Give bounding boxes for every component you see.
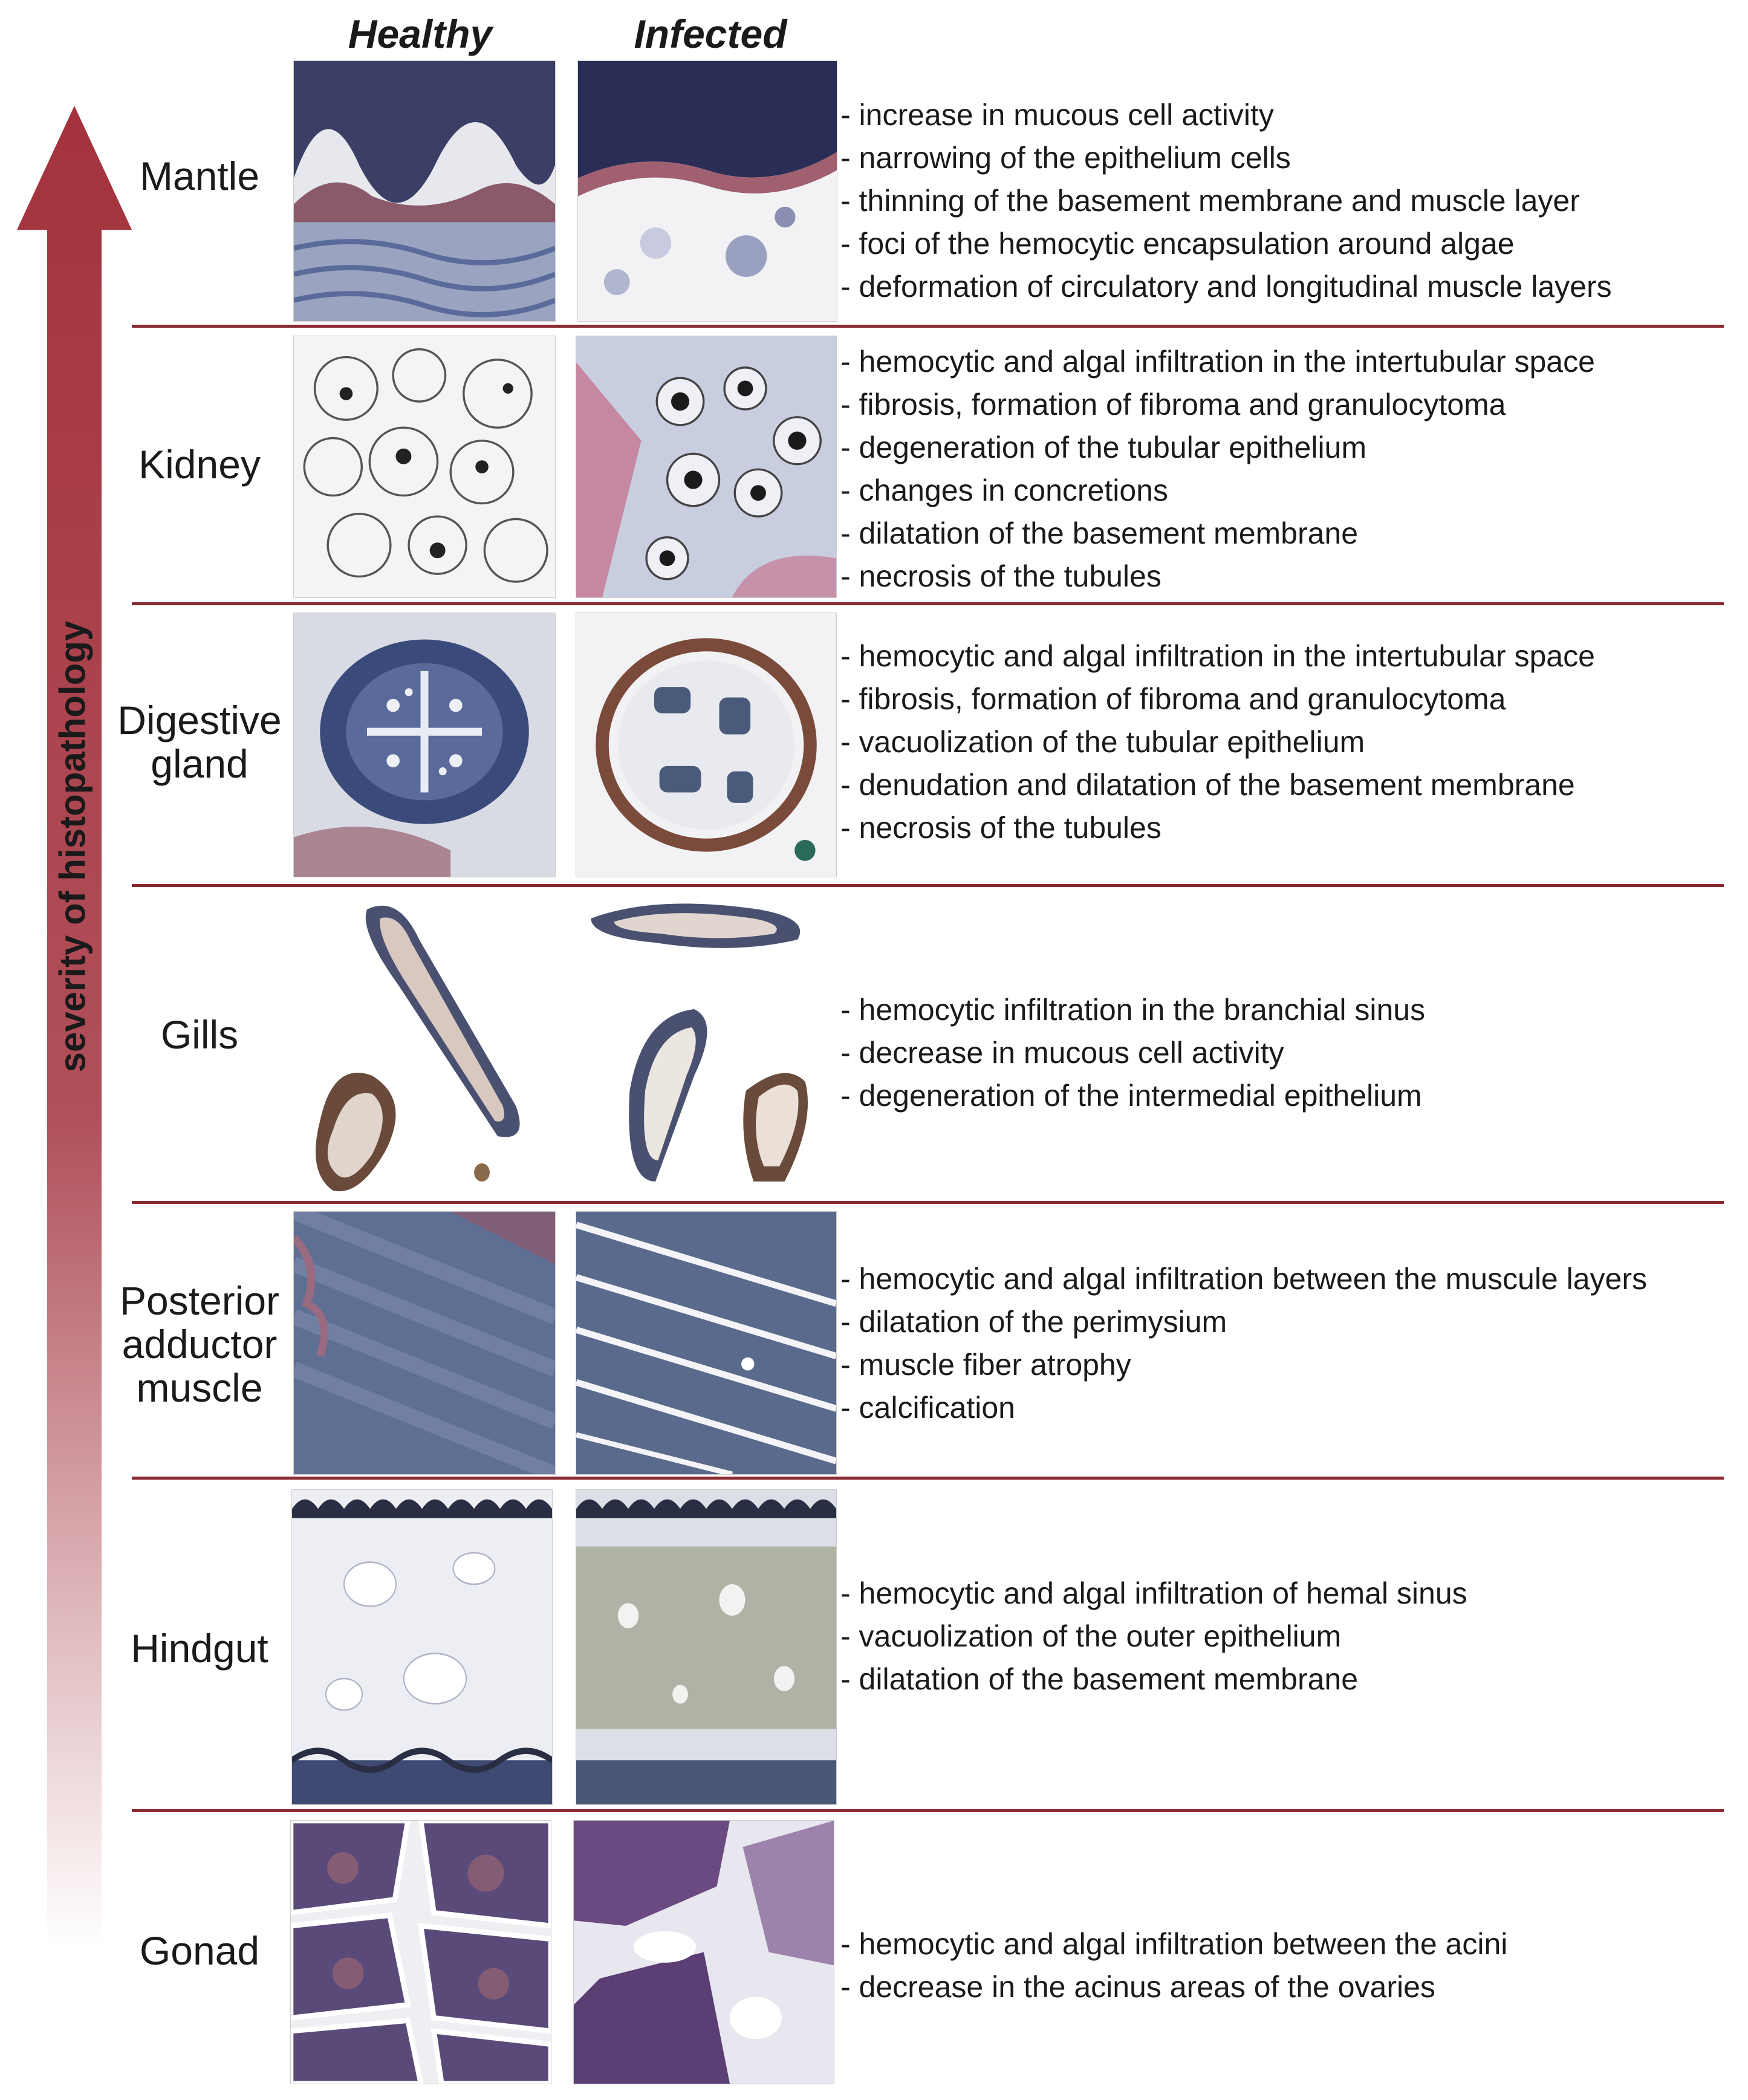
change-item: - changes in concretions	[840, 473, 1168, 507]
row-separator	[132, 602, 1724, 605]
change-item: - muscle fiber atrophy	[840, 1348, 1131, 1382]
gills-changes-list: - hemocytic infiltration in the branchia…	[840, 989, 1425, 1117]
healthy-mantle-micrograph	[293, 60, 556, 322]
change-item: - dilatation of the basement membrane	[840, 516, 1359, 550]
change-item: - calcification	[840, 1391, 1015, 1425]
row-separator	[132, 1201, 1724, 1204]
infected-hindgut-micrograph	[576, 1489, 837, 1805]
change-item: - narrowing of the epithelium cells	[840, 141, 1291, 175]
infected-mantle-micrograph	[577, 60, 837, 322]
change-item: - hemocytic and algal infiltration betwe…	[840, 1262, 1648, 1296]
organ-label-mantle: Mantle	[139, 154, 260, 198]
healthy-gonad-micrograph	[290, 1820, 551, 2084]
organ-label-hindgut: Hindgut	[131, 1626, 268, 1671]
change-item: - vacuolization of the outer epithelium	[840, 1619, 1342, 1653]
infected-column-header: Infected	[634, 11, 787, 56]
organ-label-gonad: Gonad	[139, 1928, 260, 1973]
change-item: - dilatation of the basement membrane	[840, 1662, 1359, 1696]
row-separator	[132, 884, 1724, 887]
change-item: - thinning of the basement membrane and …	[840, 184, 1580, 218]
organ-label-kidney: Kidney	[138, 442, 261, 487]
change-item: - increase in mucous cell activity	[840, 98, 1274, 132]
healthy-hindgut-micrograph	[291, 1489, 553, 1805]
healthy-column-header: Healthy	[348, 11, 493, 56]
change-item: - degeneration of the tubular epithelium	[840, 431, 1367, 464]
infected-gills-micrograph	[577, 894, 837, 1197]
healthy-digestive-gland-micrograph	[293, 613, 556, 877]
infected-gonad-micrograph	[573, 1820, 834, 2084]
row-separator	[132, 325, 1724, 328]
row-separator	[132, 1477, 1724, 1480]
change-item: - hemocytic and algal infiltration in th…	[840, 345, 1595, 379]
change-item: - hemocytic and algal infiltration of he…	[840, 1576, 1467, 1610]
severity-arrow	[17, 106, 132, 1950]
change-item: - foci of the hemocytic encapsulation ar…	[840, 227, 1515, 261]
digestive-gland-changes-list: - hemocytic and algal infiltration in th…	[840, 635, 1595, 850]
change-item: - fibrosis, formation of fibroma and gra…	[840, 388, 1506, 421]
gonad-changes-list: - hemocytic and algal infiltration betwe…	[840, 1923, 1507, 2009]
change-item: - necrosis of the tubules	[840, 559, 1162, 593]
mantle-changes-list: - increase in mucous cell activity - nar…	[840, 94, 1612, 308]
change-item: - dilatation of the perimysium	[840, 1305, 1227, 1339]
hindgut-changes-list: - hemocytic and algal infiltration of he…	[840, 1572, 1467, 1701]
row-separator	[132, 1809, 1724, 1812]
change-item: - hemocytic and algal infiltration in th…	[840, 639, 1595, 673]
healthy-gills-micrograph	[293, 894, 556, 1197]
change-item: - vacuolization of the tubular epitheliu…	[840, 725, 1365, 759]
change-item: - decrease in the acinus areas of the ov…	[840, 1970, 1435, 2004]
infected-kidney-micrograph	[576, 336, 837, 598]
healthy-posterior-adductor-muscle-micrograph	[293, 1211, 556, 1475]
infected-posterior-adductor-muscle-micrograph	[576, 1211, 837, 1475]
change-item: - necrosis of the tubules	[840, 811, 1162, 845]
posterior-adductor-muscle-changes-list: - hemocytic and algal infiltration betwe…	[840, 1258, 1647, 1429]
change-item: - hemocytic infiltration in the branchia…	[840, 993, 1426, 1027]
change-item: - deformation of circulatory and longitu…	[840, 270, 1612, 304]
organ-label-digestive-gland: Digestive gland	[117, 698, 282, 786]
healthy-kidney-micrograph	[293, 336, 556, 598]
change-item: - degeneration of the intermedial epithe…	[840, 1079, 1422, 1113]
change-item: - fibrosis, formation of fibroma and gra…	[840, 682, 1506, 716]
change-item: - decrease in mucous cell activity	[840, 1036, 1284, 1070]
infected-digestive-gland-micrograph	[576, 613, 837, 877]
kidney-changes-list: - hemocytic and algal infiltration in th…	[840, 340, 1595, 598]
change-item: - denudation and dilatation of the basem…	[840, 768, 1575, 802]
organ-label-posterior-adductor-muscle: Posterior adductor muscle	[119, 1278, 280, 1410]
organ-label-gills: Gills	[160, 1012, 239, 1057]
change-item: - hemocytic and algal infiltration betwe…	[840, 1927, 1508, 1961]
